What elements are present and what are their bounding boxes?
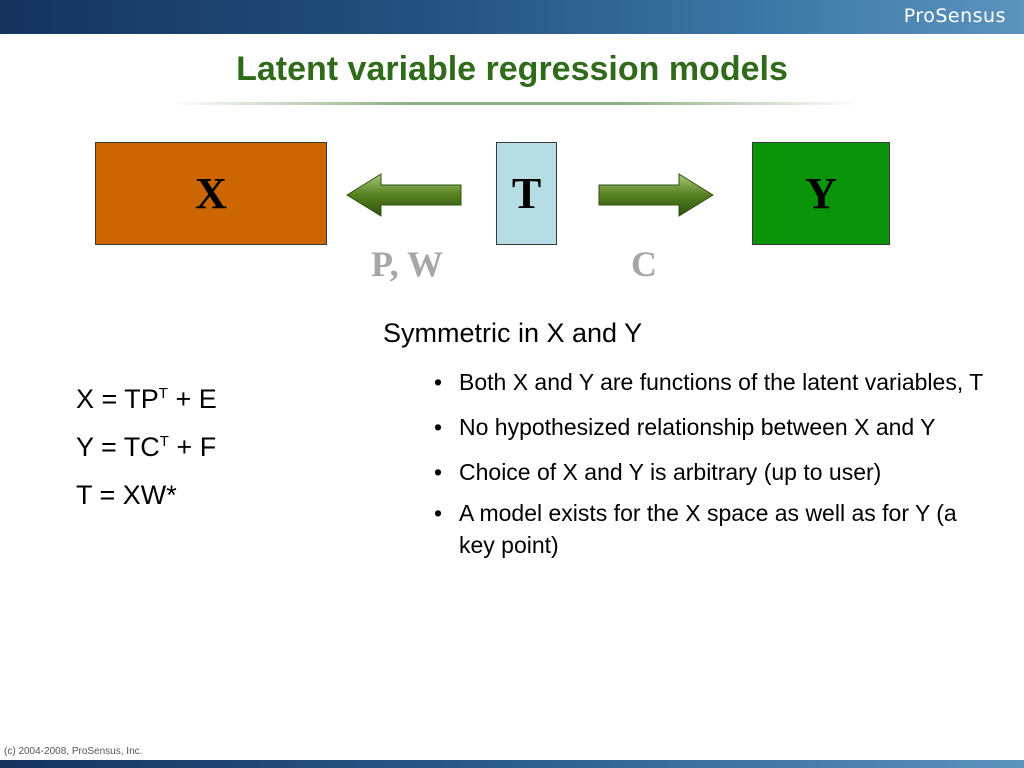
bullet-item: No hypothesized relationship between X a…	[434, 407, 994, 447]
equation-y: Y = TCT + F	[76, 432, 217, 462]
footer-bar	[0, 760, 1024, 768]
bullet-list: Both X and Y are functions of the latent…	[434, 366, 994, 570]
bullet-item: Choice of X and Y is arbitrary (up to us…	[434, 456, 994, 488]
bullet-item: Both X and Y are functions of the latent…	[434, 366, 994, 398]
x-block: X	[95, 142, 327, 245]
left-arrow-icon	[346, 173, 462, 217]
title-underline	[170, 102, 860, 105]
equation-t: T = XW*	[76, 480, 177, 510]
copyright-text: (c) 2004-2008, ProSensus, Inc.	[4, 746, 143, 757]
prosensus-logo: ProSensus	[903, 5, 1006, 27]
y-block: Y	[752, 142, 890, 245]
equations-block: X = TPT + E Y = TCT + F T = XW*	[76, 375, 217, 519]
equation-x: X = TPT + E	[76, 384, 217, 414]
right-arrow-icon	[598, 173, 714, 217]
header-bar: ProSensus	[0, 0, 1024, 34]
y-loadings-label: C	[631, 244, 657, 284]
loadings-label: P, W	[371, 244, 444, 284]
slide-title: Latent variable regression models	[236, 50, 788, 88]
bullet-item: A model exists for the X space as well a…	[434, 497, 994, 561]
t-block: T	[496, 142, 557, 245]
symmetric-heading: Symmetric in X and Y	[383, 318, 643, 348]
